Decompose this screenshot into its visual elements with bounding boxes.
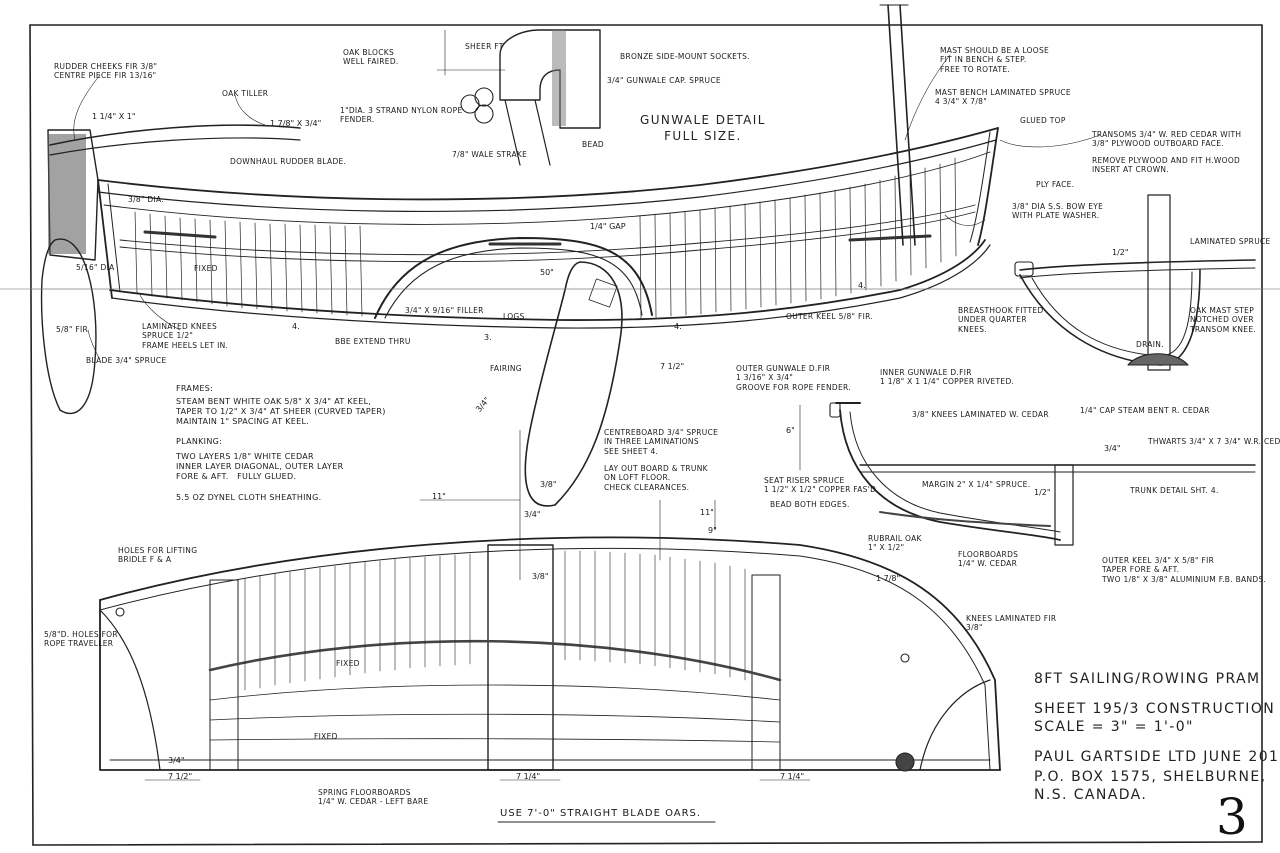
dim-7-half-a: 7 1/2" [168,772,193,781]
dim-11-b: 11" [700,508,714,517]
title-line-3: SCALE = 3" = 1'-0" [1034,719,1194,735]
outer-gunwale-label: OUTER GUNWALE D.FIR 1 3/16" x 3/4" GROOV… [736,364,851,392]
oak-mast-step-label: OAK MAST STEP NOTCHED OVER TRANSOM KNEE. [1190,306,1257,334]
laminated-spruce-label: LAMINATED SPRUCE [1190,237,1271,246]
gunwale-detail-title: GUNWALE DETAIL FULL SIZE. [640,113,766,144]
dim-7-half-c: 7 1/4" [780,772,805,781]
trunk-detail-label: TRUNK DETAIL SHT. 4. [1130,486,1219,495]
gap-label: 1/4" GAP [590,222,626,231]
planking-notes: TWO LAYERS 1/8" WHITE CEDAR INNER LAYER … [176,452,344,481]
station-4-c: 4. [858,281,866,290]
mast-note-label: MAST SHOULD BE A LOOSE FIT IN BENCH & ST… [940,46,1050,74]
title-line-1: 8FT SAILING/ROWING PRAM [1034,671,1261,687]
fairing-label: FAIRING [490,364,522,373]
fixed-pin-label: FIXED [194,264,218,273]
cap-label: 1/4" CAP STEAM BENT R. CEDAR [1080,406,1210,415]
traveller-holes-label: 5/8"D. HOLES FOR ROPE TRAVELLER [44,630,118,649]
bow-eye-label: 3/8" DIA S.S. BOW EYE WITH PLATE WASHER. [1012,202,1104,221]
transoms-label: TRANSOMS 3/4" W. RED CEDAR WITH 3/8" PLY… [1092,130,1242,149]
lifting-holes-label: HOLES FOR LIFTING BRIDLE F & A [118,546,198,565]
outer-keel-section-label: OUTER KEEL 3/4" x 5/8" FIR TAPER FORE & … [1102,556,1267,584]
knee-dim-label: 1/2" [1112,248,1129,257]
knees-fir-label: KNEES LAMINATED FIR 3/8" [966,614,1057,633]
ply-face-label: PLY FACE. [1036,180,1075,189]
bead-edges-label: BEAD BOTH EDGES. [770,500,850,509]
frames-heading: FRAMES: [176,384,214,393]
spring-floorboards-label: SPRING FLOORBOARDS 1/4" W. CEDAR - LEFT … [318,788,429,807]
fixed-plan-label: FIXED [336,659,360,668]
title-line-6: N.S. CANADA. [1034,787,1148,803]
dim-7-half-b: 7 1/4" [516,772,541,781]
thwarts-label: THWARTS 3/4" x 7 3/4" W.R. CEDAR [1148,437,1280,446]
bronze-sockets-label: BRONZE SIDE-MOUNT SOCKETS. [620,52,750,61]
downhaul-label: DOWNHAUL RUDDER BLADE. [230,157,347,166]
sheet-number: 3 [1216,788,1248,846]
rudder-fir-label: 5/8" FIR [56,325,89,334]
oak-tiller-label: OAK TILLER [222,89,269,98]
oak-blocks-label: OAK BLOCKS WELL FAIRED. [343,48,399,67]
title-line-2: SHEET 195/3 CONSTRUCTION [1034,701,1276,717]
centreboard-note: CENTREBOARD 3/4" SPRUCE IN THREE LAMINAT… [604,428,719,456]
outer-keel-profile-label: OUTER KEEL 5/8" FIR. [786,312,874,321]
margin-label: MARGIN 2" x 1/4" SPRUCE. [922,480,1031,489]
station-3: 3. [484,333,492,342]
wale-strake-label: 7/8" WALE STRAKE [452,150,528,159]
dim-angle-b: 3/8" [540,480,557,489]
bbe-extend-label: BBE EXTEND THRU [335,337,411,346]
dim-50: 50" [540,268,554,277]
logs-label: LOGS [503,312,525,321]
remove-plywood-label: REMOVE PLYWOOD AND FIT H.WOOD INSERT AT … [1092,156,1241,175]
station-4-a: 4. [292,322,300,331]
inner-gunwale-label: INNER GUNWALE D.FIR 1 1/8" x 1 1/4" COPP… [880,368,1015,387]
profile-view [29,4,1263,507]
dim-3-4-plan: 3/4" [524,510,541,519]
dim-6: 6" [786,426,795,435]
knees-cedar-label: 3/8" KNEES LAMINATED W. CEDAR [912,410,1049,419]
breasthook-label: BREASTHOOK FITTED UNDER QUARTER KNEES. [958,306,1044,334]
nylon-fender-label: 1"DIA. 3 STRAND NYLON ROPE FENDER. [340,106,463,125]
station-4-b: 4. [674,322,682,331]
bead-label: BEAD [582,140,604,149]
dim-tiller-size: 1 1/4" x 1" [92,112,136,121]
midship-section [799,402,1256,546]
gunwale-cap-label: 3/4" GUNWALE CAP. SPRUCE [607,76,721,85]
dim-tiller-width: 1 7/8" x 3/4" [270,119,322,128]
filler-label: 3/4" x 9/16" FILLER [405,306,484,315]
sheer-ft-label: SHEER FT [465,42,504,51]
dim-side: 3/4" [168,756,185,765]
pintle-dia-label: 3/8" DIA. [128,195,164,204]
transom-knee-section [1014,194,1256,371]
dim-keel-width: 1/2" [1034,488,1051,497]
rubrail-label: RUBRAIL OAK 1" x 1/2" [868,534,922,553]
rudder-cheeks-label: RUDDER CHEEKS FIR 3/8" CENTRE PIECE FIR … [54,62,158,81]
drain-label: DRAIN. [1136,340,1164,349]
mast-bench-label: MAST BENCH LAMINATED SPRUCE 4 3/4" x 7/8… [935,88,1071,107]
layout-note: LAY OUT BOARD & TRUNK ON LOFT FLOOR. CHE… [604,464,708,492]
dim-11-a: 11" [432,492,446,501]
dim-7-half-profile: 7 1/2" [660,362,685,371]
seat-riser-label: SEAT RISER SPRUCE 1 1/2" x 1/2" COPPER F… [764,476,879,495]
gunwale-detail [436,29,601,166]
oars-note: USE 7'-0" STRAIGHT BLADE OARS. [500,808,702,819]
title-line-5: P.O. BOX 1575, SHELBURNE, [1034,769,1267,785]
glued-top-label: GLUED TOP [1020,116,1066,125]
dim-3-8-plan: 3/8" [532,572,549,581]
dim-thwart-height: 3/4" [1104,444,1121,453]
laminated-knees-label: LAMINATED KNEES SPRUCE 1/2" FRAME HEELS … [142,322,229,350]
planking-heading: PLANKING: [176,437,223,446]
sheathing-note: 5.5 OZ DYNEL CLOTH SHEATHING. [176,493,322,502]
gudgeon-dia-label: 5/16" DIA [76,263,115,272]
frames-notes: STEAM BENT WHITE OAK 5/8" x 3/4" AT KEEL… [176,397,386,426]
title-line-4: PAUL GARTSIDE LTD JUNE 2013 [1034,749,1280,765]
dim-1-7-8: 1 7/8" [876,574,901,583]
fixed-plan-bottom-label: FIXED [314,732,338,741]
dim-9: 9" [708,526,717,535]
plan-view [99,429,1001,823]
floorboards-label: FLOORBOARDS 1/4" W. CEDAR [958,550,1019,569]
blade-spruce-label: BLADE 3/4" SPRUCE [86,356,167,365]
